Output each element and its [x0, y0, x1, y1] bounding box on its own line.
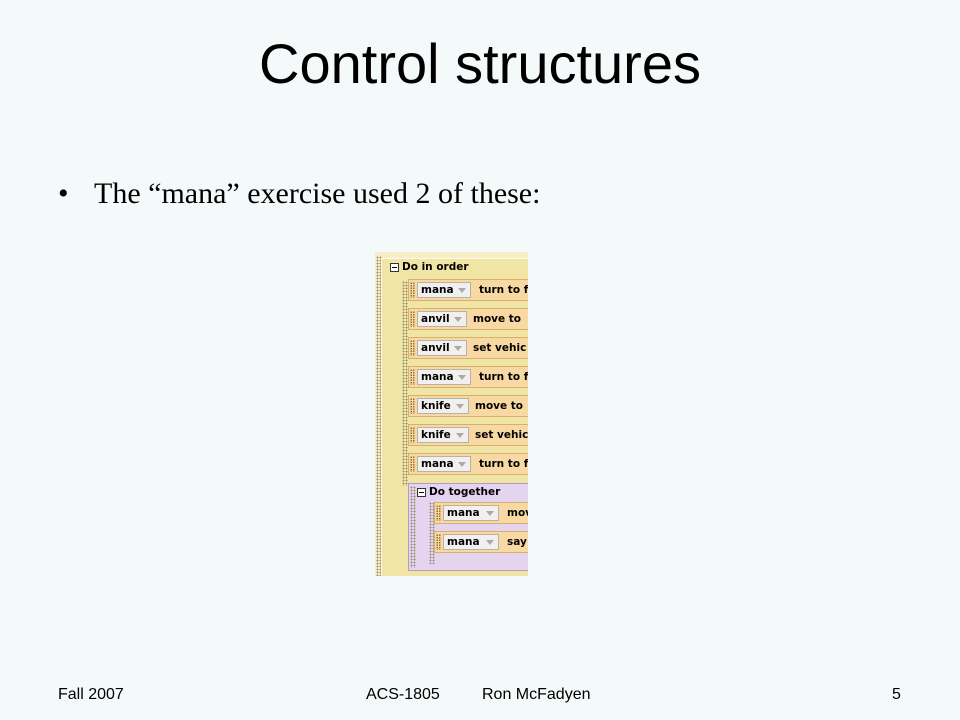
- bullet-text: The “mana” exercise used 2 of these:: [94, 177, 541, 210]
- bullet-marker: •: [58, 177, 69, 210]
- drag-grip: [410, 311, 415, 327]
- drag-grip: [410, 427, 415, 443]
- drag-grip: [429, 502, 435, 564]
- object-selector[interactable]: mana: [443, 505, 499, 521]
- code-editor-snapshot: Do in order mana turn to fa anvil move t…: [375, 252, 528, 576]
- do-in-order-block[interactable]: Do in order mana turn to fa anvil move t…: [381, 258, 528, 576]
- footer-term: Fall 2007: [58, 686, 124, 703]
- footer-author: Ron McFadyen: [482, 686, 591, 703]
- method-name: move to: [475, 400, 524, 412]
- collapse-icon[interactable]: [417, 487, 426, 497]
- object-selector[interactable]: knife: [417, 427, 469, 443]
- drag-grip: [410, 282, 415, 298]
- method-name: turn to fa: [479, 284, 528, 296]
- object-selector[interactable]: mana: [443, 534, 499, 550]
- slide-title: Control structures: [259, 32, 701, 95]
- object-name: mana: [447, 536, 480, 548]
- statement-row[interactable]: knife move to: [408, 395, 528, 417]
- object-selector[interactable]: mana: [417, 369, 471, 385]
- object-name: mana: [421, 371, 454, 383]
- statement-row[interactable]: mana say: [434, 531, 528, 553]
- drag-grip: [436, 534, 441, 550]
- footer-course: ACS-1805: [366, 686, 440, 703]
- object-name: knife: [421, 429, 451, 441]
- dropdown-arrow-icon: [456, 404, 464, 409]
- do-together-header: Do together: [417, 486, 500, 498]
- object-selector[interactable]: mana: [417, 282, 471, 298]
- object-selector[interactable]: knife: [417, 398, 469, 414]
- dropdown-arrow-icon: [456, 433, 464, 438]
- statement-row[interactable]: mana turn to fa: [408, 279, 528, 301]
- do-together-block[interactable]: Do together mana mov mana say: [408, 483, 528, 571]
- dropdown-arrow-icon: [486, 511, 494, 516]
- dropdown-arrow-icon: [458, 462, 466, 467]
- dropdown-arrow-icon: [486, 540, 494, 545]
- statement-row[interactable]: anvil move to: [408, 308, 528, 330]
- statement-row[interactable]: anvil set vehic: [408, 337, 528, 359]
- do-in-order-label: Do in order: [402, 261, 469, 273]
- drag-grip: [410, 369, 415, 385]
- object-name: mana: [421, 458, 454, 470]
- method-name: set vehic: [473, 342, 527, 354]
- object-selector[interactable]: anvil: [417, 340, 467, 356]
- object-name: anvil: [421, 313, 450, 325]
- statement-row[interactable]: mana mov: [434, 502, 528, 524]
- object-name: mana: [421, 284, 454, 296]
- page-number: 5: [892, 686, 901, 703]
- drag-grip: [376, 256, 382, 576]
- dropdown-arrow-icon: [458, 375, 466, 380]
- method-name: turn to fa: [479, 371, 528, 383]
- drag-grip: [410, 486, 416, 568]
- statement-row[interactable]: knife set vehic: [408, 424, 528, 446]
- drag-grip: [402, 281, 408, 486]
- object-name: anvil: [421, 342, 450, 354]
- collapse-icon[interactable]: [390, 262, 399, 272]
- method-name: set vehic: [475, 429, 528, 441]
- statement-row[interactable]: mana turn to fa: [408, 366, 528, 388]
- bullet-item: • The “mana” exercise used 2 of these:: [58, 176, 540, 212]
- dropdown-arrow-icon: [454, 317, 462, 322]
- do-in-order-header: Do in order: [390, 261, 469, 273]
- dropdown-arrow-icon: [458, 288, 466, 293]
- drag-grip: [410, 340, 415, 356]
- drag-grip: [436, 505, 441, 521]
- method-name: turn to fa: [479, 458, 528, 470]
- drag-grip: [410, 456, 415, 472]
- object-selector[interactable]: anvil: [417, 311, 467, 327]
- method-name: say: [507, 536, 527, 548]
- object-name: knife: [421, 400, 451, 412]
- dropdown-arrow-icon: [454, 346, 462, 351]
- drag-grip: [410, 398, 415, 414]
- method-name: move to: [473, 313, 522, 325]
- method-name: mov: [507, 507, 528, 519]
- object-name: mana: [447, 507, 480, 519]
- statement-row[interactable]: mana turn to fa: [408, 453, 528, 475]
- object-selector[interactable]: mana: [417, 456, 471, 472]
- do-together-label: Do together: [429, 486, 501, 498]
